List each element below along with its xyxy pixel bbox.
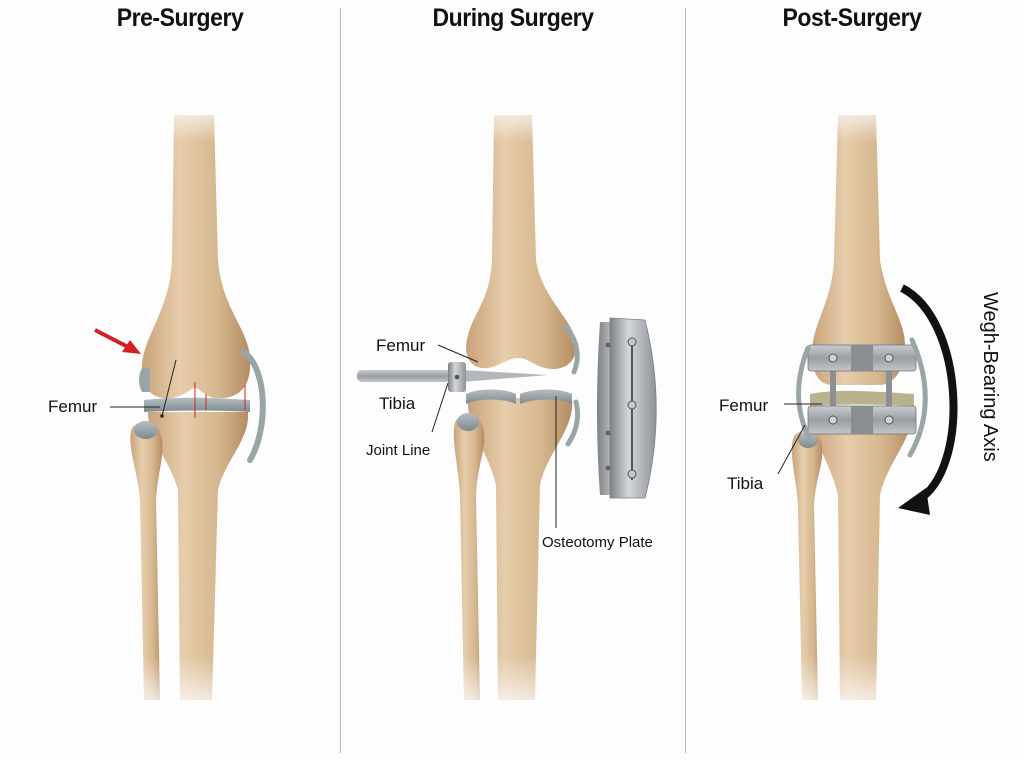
label-femur-pre: Femur (48, 397, 98, 416)
pre-surgery-knee (94, 100, 266, 720)
panel-divider-1 (340, 8, 341, 753)
label-femur-post: Femur (719, 396, 769, 415)
panel-title-post-surgery: Post-Surgery (782, 4, 922, 32)
label-tibia-during: Tibia (379, 394, 416, 413)
label-osteotomy-plate: Osteotomy Plate (542, 534, 653, 551)
during-surgery-knee (357, 100, 657, 720)
post-surgery-knee (777, 100, 958, 720)
label-weight-bearing-axis: Wegh-Bearing Axis (979, 292, 1001, 462)
label-joint-line: Joint Line (366, 442, 431, 459)
panel-divider-2 (685, 8, 686, 753)
panel-title-during-surgery: During Surgery (432, 4, 594, 32)
label-femur-during: Femur (376, 336, 426, 355)
panel-title-pre-surgery: Pre-Surgery (116, 4, 244, 32)
label-tibia-post: Tibia (727, 474, 764, 493)
